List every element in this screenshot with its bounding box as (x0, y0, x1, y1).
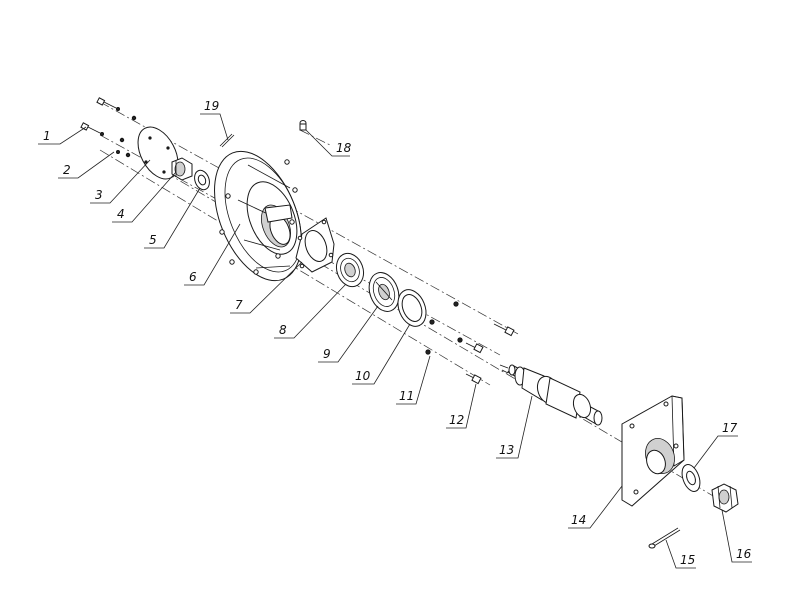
callout-labels: 1 2 3 4 5 6 7 8 9 10 11 12 13 14 15 16 1… (43, 99, 752, 567)
part-13-spindle (499, 364, 603, 426)
part-4-castle-nut (171, 157, 193, 181)
bolt (80, 122, 101, 134)
callout-14: 14 (571, 513, 586, 527)
part-6-hub (214, 150, 302, 282)
callout-12: 12 (449, 413, 464, 427)
callout-2: 2 (63, 163, 71, 177)
part-15-cotter-pin (648, 527, 681, 549)
callout-10: 10 (355, 369, 371, 383)
part-18-grease-nipple (299, 120, 307, 131)
callout-19: 19 (204, 99, 219, 113)
bolt (493, 323, 515, 337)
part-10-seal-ring (397, 289, 427, 327)
callout-1: 1 (43, 129, 51, 143)
bolt (96, 97, 117, 109)
bolt (465, 342, 484, 354)
callout-7: 7 (235, 298, 243, 312)
part-5-washer (194, 169, 210, 191)
callout-5: 5 (149, 233, 157, 247)
callout-4: 4 (117, 207, 125, 221)
callout-17: 17 (722, 421, 738, 435)
washer (116, 107, 121, 112)
callout-18: 18 (336, 141, 352, 155)
callout-11: 11 (399, 389, 414, 403)
callout-15: 15 (680, 553, 695, 567)
part-8-bearing (335, 252, 365, 288)
bolt (465, 373, 482, 385)
part-19-pin (219, 133, 235, 148)
part-17-washer (681, 464, 701, 492)
part-12-bolts (465, 323, 515, 385)
part-16-castle-nut (711, 483, 739, 513)
part-1-bolts (80, 97, 121, 154)
callout-16: 16 (736, 547, 752, 561)
part-11-washers (425, 301, 463, 355)
part-14-mounting-plate (621, 395, 685, 507)
callout-8: 8 (279, 323, 287, 337)
callout-leaders (38, 113, 752, 569)
washer (116, 149, 121, 154)
callout-13: 13 (499, 443, 514, 457)
callout-9: 9 (323, 347, 331, 361)
washer (100, 131, 105, 136)
part-7-cover-plate (295, 217, 335, 273)
callout-6: 6 (189, 270, 197, 284)
callout-3: 3 (95, 188, 103, 202)
part-9-tapered-bearing (368, 272, 400, 312)
